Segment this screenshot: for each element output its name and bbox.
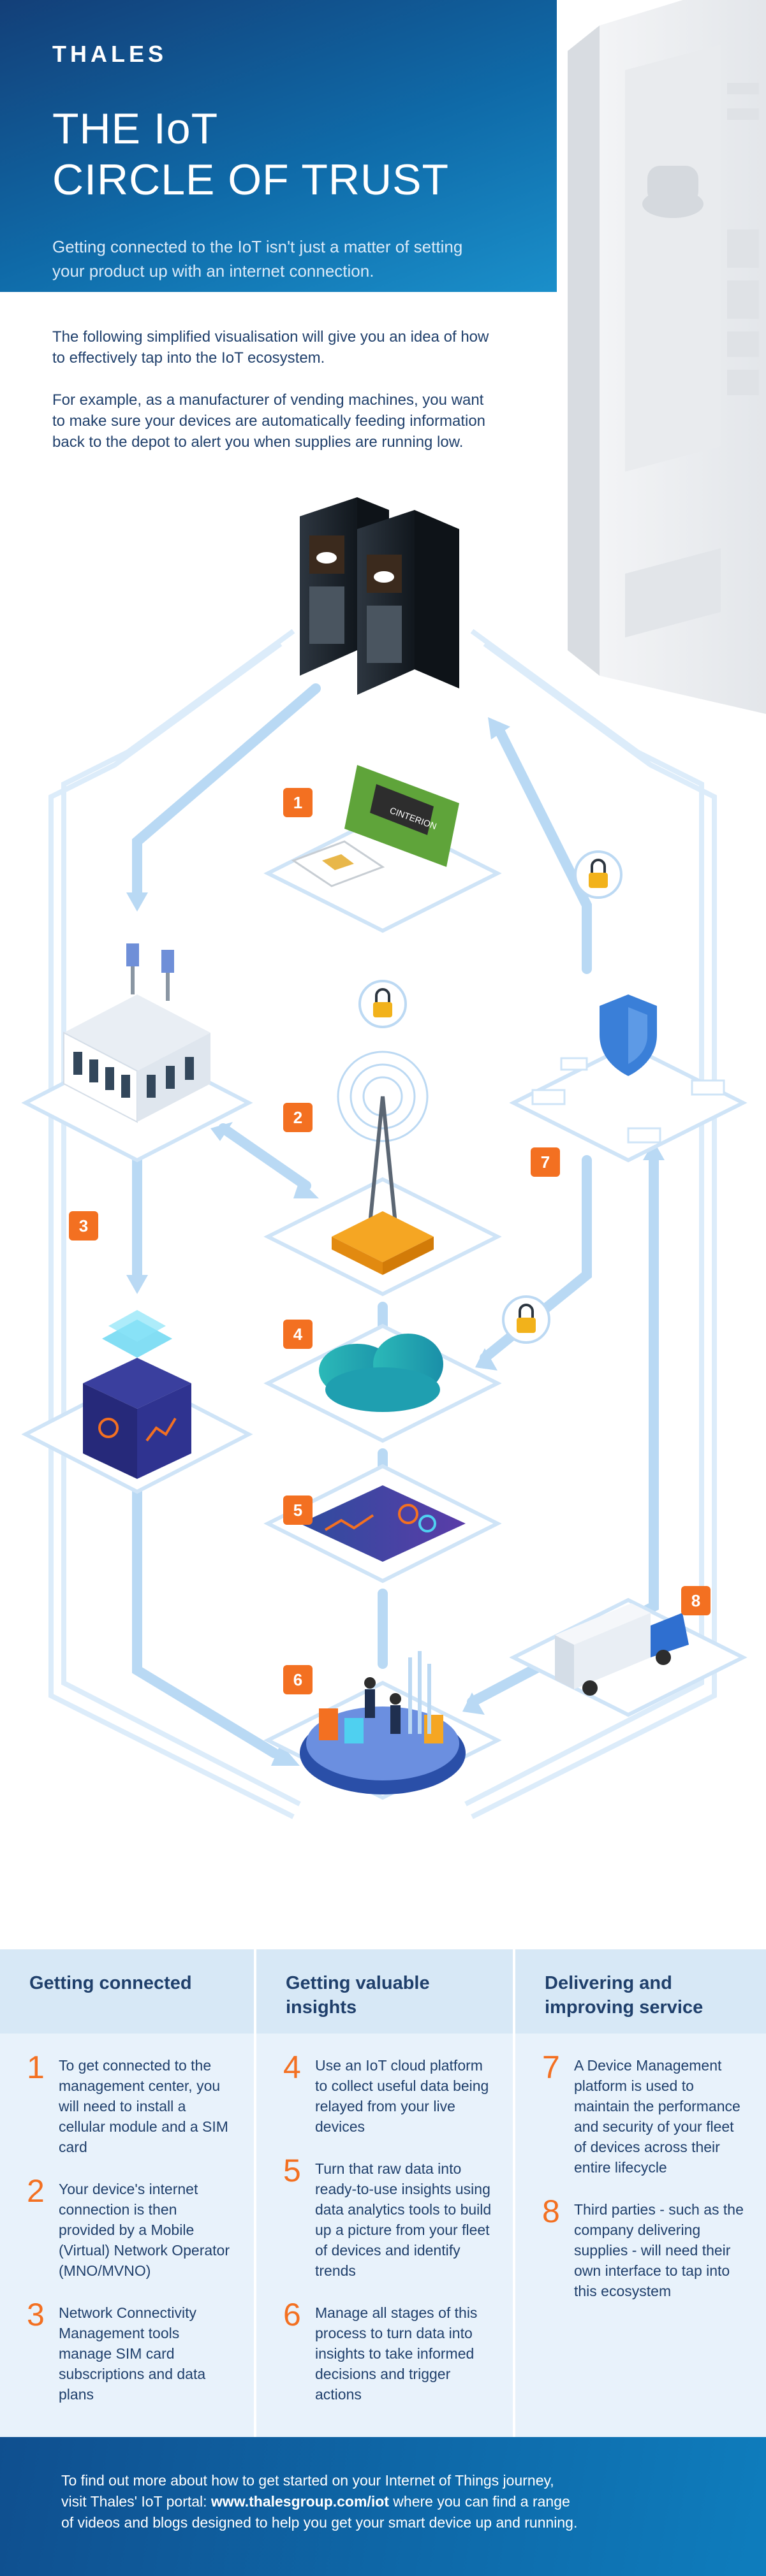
management-hub — [300, 1651, 466, 1794]
column-heading: Getting valuable insights — [256, 1949, 513, 2034]
iot-portal-link[interactable]: www.thalesgroup.com/iot — [210, 2493, 389, 2510]
cellular-module: CINTERION — [291, 765, 459, 887]
padlock-icon — [574, 850, 622, 899]
delivery-truck — [555, 1603, 689, 1696]
cloud-platform — [319, 1334, 443, 1412]
vending-machine-illustration — [568, 0, 766, 714]
connectivity-server — [83, 1310, 191, 1479]
page-subtitle: Getting connected to the IoT isn't just … — [52, 237, 463, 280]
step-badge-4: 4 — [283, 1320, 313, 1349]
padlock-icon — [358, 980, 407, 1028]
step-badge-6: 6 — [283, 1665, 313, 1694]
footer-banner: To find out more about how to get starte… — [0, 2437, 766, 2576]
office-building — [63, 943, 210, 1123]
step-badge-1: 1 — [283, 788, 313, 817]
cell-tower — [332, 1051, 434, 1275]
intro-text: The following simplified visualisation w… — [52, 328, 489, 451]
vending-machines — [300, 497, 459, 695]
padlock-icon — [502, 1295, 550, 1344]
circuit-halo — [48, 629, 717, 1819]
device-management-shield — [531, 994, 725, 1144]
page-title: THE IoT CIRCLE OF TRUST — [52, 105, 450, 204]
thales-logo: THALES — [52, 41, 167, 67]
column-heading: Delivering and improving service — [515, 1949, 766, 2034]
analytics-board — [300, 1485, 466, 1562]
iot-circle-diagram: CINTERION — [21, 497, 748, 1819]
column-heading: Getting connected — [0, 1949, 254, 2034]
step-badge-3: 3 — [69, 1211, 98, 1241]
header-banner: THALES THE IoT CIRCLE OF TRUST Getting c… — [0, 0, 557, 292]
step-badge-5: 5 — [283, 1495, 313, 1525]
step-badge-8: 8 — [681, 1586, 711, 1615]
step-badge-2: 2 — [283, 1103, 313, 1132]
step-badge-7: 7 — [531, 1147, 560, 1177]
